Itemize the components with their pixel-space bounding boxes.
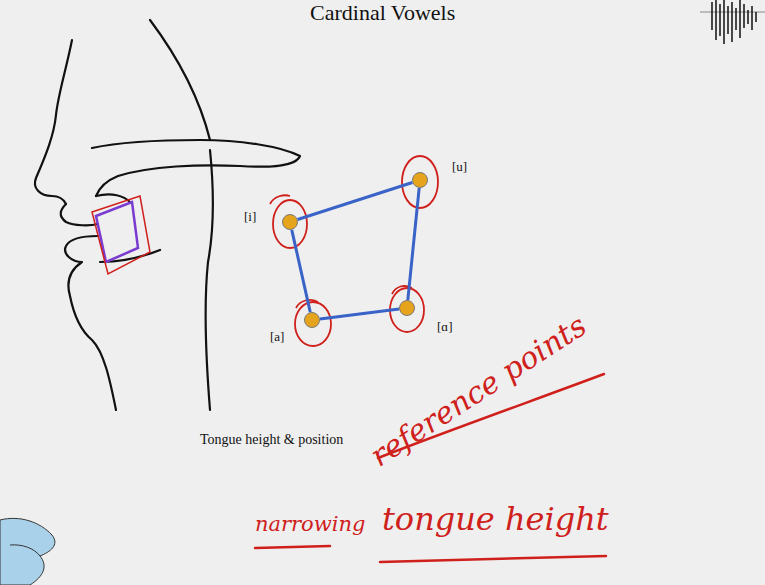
vowel-label: [i] bbox=[243, 209, 257, 225]
vowel-label: [u] bbox=[451, 159, 468, 175]
vowel-label: [ɑ] bbox=[436, 319, 453, 335]
waveform-icon bbox=[700, 0, 765, 44]
vowel-point: [a] bbox=[304, 312, 320, 328]
mouth-outline bbox=[92, 196, 150, 274]
head-icon bbox=[0, 518, 55, 585]
vowel-point: [i] bbox=[282, 214, 298, 230]
handwritten-note: tongue height bbox=[382, 500, 609, 538]
head-outline bbox=[35, 20, 300, 410]
slide-title: Cardinal Vowels bbox=[310, 0, 455, 26]
hand-circles bbox=[270, 156, 438, 346]
head-icon-line bbox=[10, 545, 40, 556]
vowel-point: [ɑ] bbox=[399, 300, 415, 316]
vowel-connector bbox=[408, 188, 419, 300]
vowel-connector bbox=[320, 309, 399, 319]
vowel-label: [a] bbox=[269, 329, 285, 345]
handwritten-note: narrowing bbox=[255, 512, 365, 536]
caption-text: Tongue height & position bbox=[200, 432, 343, 448]
vowel-point: [u] bbox=[412, 172, 428, 188]
vowel-connector bbox=[292, 230, 310, 312]
vowel-connector bbox=[298, 182, 413, 219]
